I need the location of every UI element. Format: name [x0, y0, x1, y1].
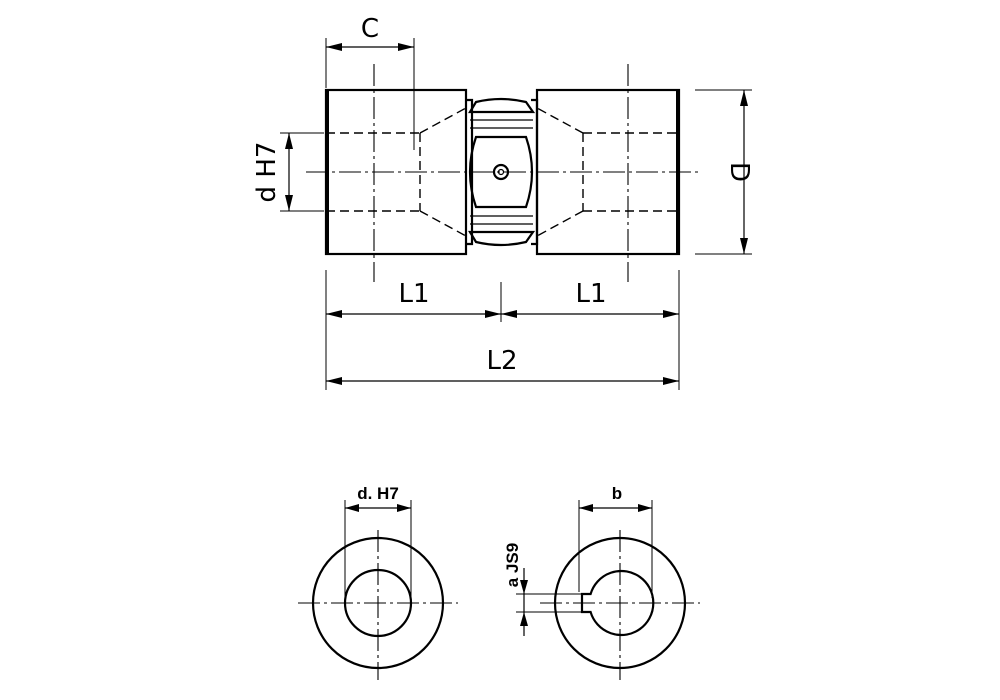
dim-d-h7: d H7 [252, 132, 324, 212]
end-view-keyway-bore: b a JS9 [503, 484, 700, 680]
side-view: C d H7 D [252, 14, 754, 390]
label-l2: L2 [486, 346, 517, 376]
dim-D: D [695, 89, 754, 255]
label-a-js9: a JS9 [503, 543, 522, 587]
label-D: D [724, 162, 754, 182]
dim-l1: L1 L1 [325, 270, 680, 390]
label-b: b [612, 484, 622, 503]
dim-c: C [325, 14, 415, 150]
label-c: C [361, 14, 379, 44]
label-d-h7-bore: d. H7 [357, 484, 399, 503]
label-l1-left: L1 [398, 279, 429, 309]
end-view-round-bore: d. H7 [298, 484, 458, 680]
dim-l2: L2 [326, 346, 679, 385]
label-d-h7: d H7 [252, 142, 282, 203]
label-l1-right: L1 [575, 279, 606, 309]
